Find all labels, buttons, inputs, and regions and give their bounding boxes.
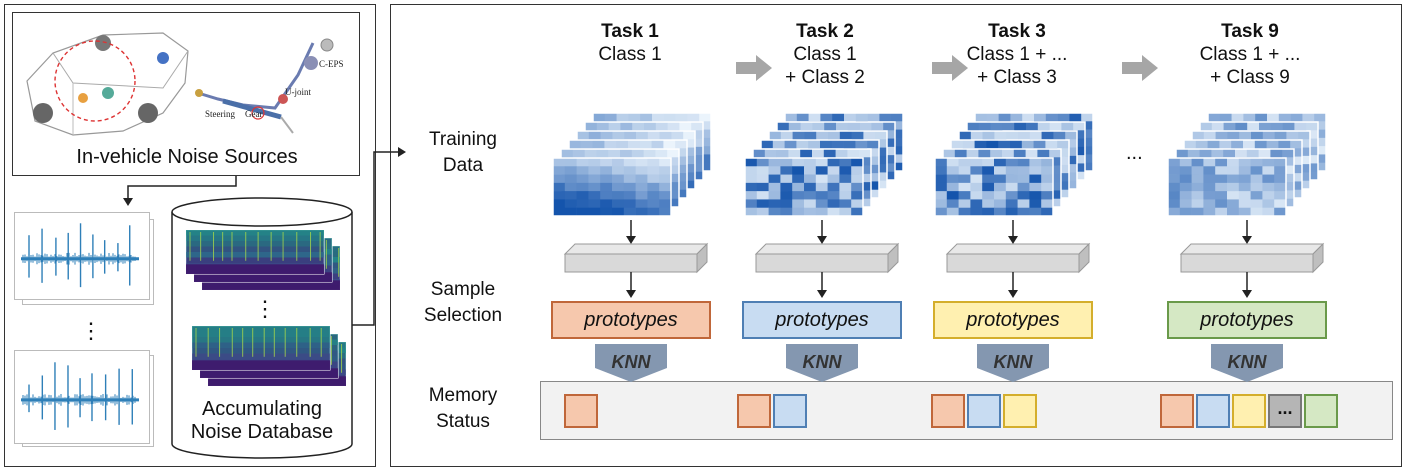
memory-cell-orange — [1160, 394, 1194, 428]
memory-cell-blue — [1196, 394, 1230, 428]
car-label-ceps: C-EPS — [319, 59, 344, 69]
database-label-line1: Accumulating — [201, 398, 323, 420]
row-label-training-1: Training — [429, 129, 497, 150]
row-label-memory-1: Memory — [428, 385, 498, 406]
row-label-memory-2: Status — [436, 411, 490, 432]
knn-label-task-1: KNN — [611, 352, 651, 372]
waveform-card-bottom — [14, 350, 150, 444]
prototypes-box-task-9: prototypes — [1167, 301, 1327, 339]
row-label-training-2: Data — [442, 155, 484, 176]
memory-cell-yellow — [1232, 394, 1266, 428]
task-classes-line2: + Class 3 — [977, 67, 1057, 88]
memory-cell-orange — [564, 394, 598, 428]
task-title: Task 3 Class 1 + ... + Class 3 — [932, 20, 1102, 89]
task-classes-line1: Class 1 — [598, 44, 662, 65]
waveform-bottom — [21, 362, 139, 430]
task-title: Task 9 Class 1 + ... + Class 9 — [1165, 20, 1335, 89]
prototypes-box-task-3: prototypes — [933, 301, 1093, 339]
car-label-gear: Gear — [245, 109, 263, 119]
memory-cell-orange — [931, 394, 965, 428]
car-label-steering: Steering — [205, 109, 235, 119]
memory-cell-green — [1304, 394, 1338, 428]
task-name: Task 3 — [988, 21, 1046, 42]
task-classes-line1: Class 1 — [793, 44, 857, 65]
task-title: Task 2 Class 1 + Class 2 — [740, 20, 910, 89]
task-name: Task 1 — [601, 21, 659, 42]
task-ellipsis: ... — [1126, 142, 1143, 164]
memory-cell-gray: ... — [1268, 394, 1302, 428]
task-classes-line1: Class 1 + ... — [966, 44, 1068, 65]
knn-label-task-9: KNN — [1227, 352, 1267, 372]
task-name: Task 9 — [1221, 21, 1279, 42]
prototypes-box-task-2: prototypes — [742, 301, 902, 339]
task-classes-line2: + Class 9 — [1210, 67, 1290, 88]
prototypes-box-task-1: prototypes — [551, 301, 711, 339]
knn-label-task-3: KNN — [993, 352, 1033, 372]
database-dots: ⋮ — [254, 296, 276, 321]
task-classes-line2: + Class 2 — [785, 67, 865, 88]
memory-cell-blue — [967, 394, 1001, 428]
task-name: Task 2 — [796, 21, 854, 42]
row-label-selection-2: Selection — [423, 305, 503, 326]
task-title: Task 1 Class 1 — [545, 20, 715, 66]
memory-cell-yellow — [1003, 394, 1037, 428]
waveform-top — [21, 223, 139, 288]
waveform-card-top — [14, 212, 150, 300]
memory-cell-blue — [773, 394, 807, 428]
task-classes-line1: Class 1 + ... — [1199, 44, 1301, 65]
row-label-selection-1: Sample — [430, 279, 496, 300]
knn-label-task-2: KNN — [802, 352, 842, 372]
car-label-ujoint: U-joint — [285, 87, 311, 97]
noise-sources-box: C-EPS U-joint Steering Gear In-vehicle N… — [12, 12, 360, 176]
waveform-dots: ⋮ — [80, 318, 102, 343]
car-illustration: C-EPS U-joint Steering Gear — [26, 32, 344, 136]
memory-cell-orange — [737, 394, 771, 428]
noise-sources-label: In-vehicle Noise Sources — [76, 146, 298, 168]
database-label-line2: Noise Database — [190, 421, 334, 443]
